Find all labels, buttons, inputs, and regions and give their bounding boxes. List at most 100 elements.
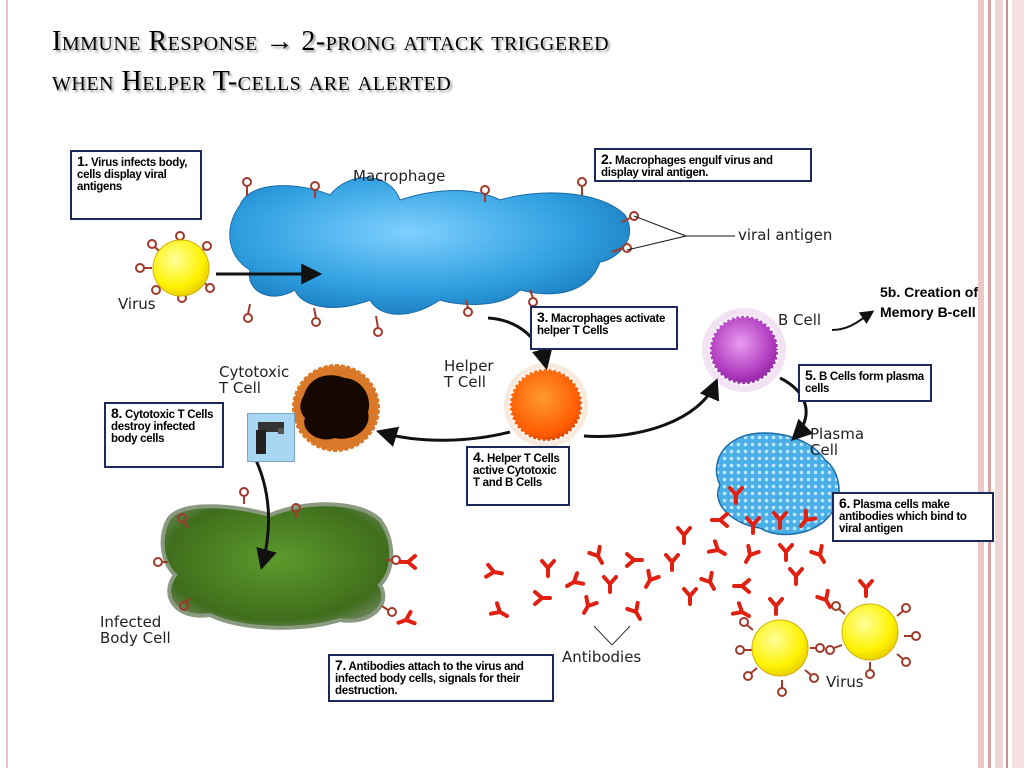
cytotoxic-t-label-line-1: Cytotoxic [219,363,290,381]
viral-antigen-pointer [626,215,735,251]
antibody [484,562,504,579]
title-line-1: Immune Response → 2-prong attack trigger… [52,26,610,57]
arrow-helper-to-cytotoxic [375,426,511,447]
step-1-text: Virus infects body, cells display viral … [77,157,188,193]
antibody [706,539,727,556]
antibody [582,594,599,615]
antibody [710,512,729,528]
step-3-number: 3. [537,309,549,325]
memory-b-cell-note-line-2: Memory B-cell [880,304,976,320]
antibody [565,571,586,588]
antibody [728,486,744,505]
memory-b-cell-note: 5b. Creation of Memory B-cell [880,282,978,322]
antibody [602,575,618,594]
antibody [745,516,761,535]
helper-t-cell [504,363,588,447]
antibody [644,568,661,589]
page-title: Immune Response → 2-prong attack trigger… [52,22,952,102]
antibody [533,590,552,606]
antibodies-pointer [593,625,631,646]
infected-body-cell-label-line-1: Infected [100,613,162,631]
b-cell-label: B Cell [778,311,822,329]
antibody [540,559,556,578]
antibody [625,552,644,568]
step-6-box: 6. Plasma cells make antibodies which bi… [832,492,994,542]
antibody [396,609,417,626]
antibody [488,601,509,618]
memory-b-cell-note-line-1: 5b. Creation of [880,284,979,300]
step-3-text: Macrophages activate helper T Cells [537,313,666,337]
antibody [676,526,692,545]
step-8-text: Cytotoxic T Cells destroy infected body … [111,409,214,445]
cytotoxic-t-label: Cytotoxic T Cell [219,364,289,396]
arrow-helper-to-bcell [583,378,720,438]
step-7-text: Antibodies attach to the virus and infec… [335,661,524,697]
step-2-number: 2. [601,151,613,167]
plasma-cell-label-line-2: Cell [810,441,839,459]
antibody [768,597,784,616]
step-7-number: 7. [335,657,347,673]
helper-t-label-line-1: Helper [444,357,494,375]
step-6-text: Plasma cells make antibodies which bind … [839,499,967,535]
step-1-number: 1. [77,153,89,169]
flow-arrows [216,263,875,571]
antibody [625,600,642,621]
step-8-box: 8. Cytotoxic T Cells destroy infected bo… [104,402,224,468]
step-4-number: 4. [473,449,485,465]
arrow-macrophage-to-helper [487,316,553,371]
antibodies-label: Antibodies [562,648,642,666]
antibody [587,544,604,565]
antibody [732,578,751,594]
plasma-cell [715,432,840,536]
antibody [730,601,751,618]
gun-icon [247,413,295,462]
b-cell [702,308,786,392]
virus-right-1 [735,617,825,697]
slide-left-border [6,0,8,768]
antibody [815,588,832,609]
arrow-bcell-to-plasma [779,376,814,441]
step-5-text: B Cells form plasma cells [805,371,924,395]
step-2-box: 2. Macrophages engulf virus and display … [594,148,812,182]
step-6-number: 6. [839,495,851,511]
antibody [788,567,804,586]
step-8-number: 8. [111,405,123,421]
macrophage-cell [229,177,639,337]
infected-body-cell-label: Infected Body Cell [100,614,171,646]
arrow-cytotoxic-to-infected [250,451,277,571]
infected-body-cell-label-line-2: Body Cell [100,629,171,647]
title-line-2: when Helper T-cells are alerted [52,66,452,97]
step-2-text: Macrophages engulf virus and display vir… [601,155,773,179]
antibody [858,579,874,598]
antibody [682,587,698,606]
cytotoxic-t-cell [290,362,382,454]
antibody [664,553,680,572]
step-5-number: 5. [805,367,817,383]
antibody [744,543,761,564]
plasma-cell-label-line-1: Plasma [810,425,865,443]
antibody [398,554,417,570]
virus-right-label: Virus [826,673,864,691]
step-1-box: 1. Virus infects body, cells display vir… [70,150,202,220]
antibody [809,543,826,564]
helper-t-label: Helper T Cell [444,358,494,390]
antibody [699,570,716,591]
viral-antigen-label: viral antigen [738,226,833,244]
step-7-box: 7. Antibodies attach to the virus and in… [328,654,554,702]
step-3-box: 3. Macrophages activate helper T Cells [530,306,678,350]
infected-body-cell [153,487,401,630]
step-4-box: 4. Helper T Cells active Cytotoxic T and… [466,446,570,506]
plasma-cell-label: Plasma Cell [810,426,864,458]
arrow-bcell-to-memory [831,310,875,331]
cytotoxic-t-label-line-2: T Cell [219,379,261,397]
macrophage-label: Macrophage [353,167,446,185]
antibody [798,508,818,529]
virus-left-label: Virus [118,295,156,313]
antibody-group [396,486,874,626]
slide-right-stripes [978,0,1024,768]
antibody [778,543,794,562]
virus-left [135,231,215,303]
step-4-text: Helper T Cells active Cytotoxic T and B … [473,453,560,489]
helper-t-label-line-2: T Cell [444,373,486,391]
